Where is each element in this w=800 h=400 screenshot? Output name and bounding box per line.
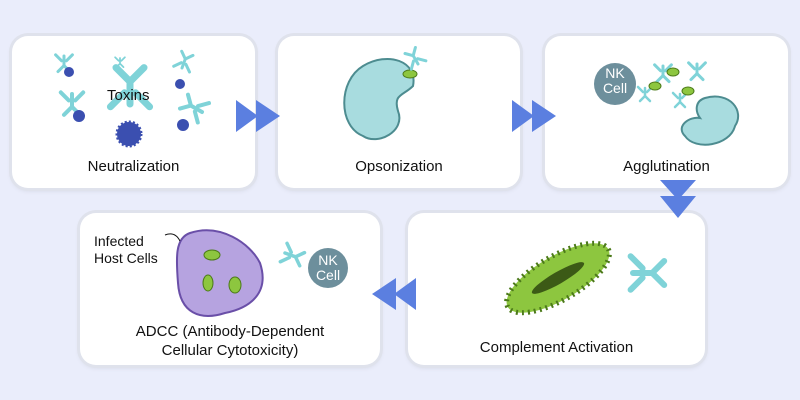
bacteria-icon	[648, 81, 662, 91]
bacteria-icon	[202, 274, 214, 292]
host-cells-label: Host Cells	[94, 250, 158, 266]
nk-cell-icon	[308, 248, 348, 288]
toxin-icon	[175, 79, 185, 89]
double-arrow-down-icon	[660, 180, 696, 218]
bacteria-icon	[402, 69, 418, 79]
nk-label: NK	[605, 65, 625, 81]
antibody-icon	[278, 241, 308, 271]
double-arrow-left-icon	[372, 278, 416, 310]
antibody-icon	[687, 61, 707, 82]
step-label-line2: Cellular Cytotoxicity)	[161, 342, 299, 359]
nk-cell-icon	[594, 63, 636, 105]
card-adcc: Infected Host Cells NK Cell ADCC (Antibo…	[80, 213, 380, 365]
antibody-icon	[671, 91, 689, 109]
step-label-line1: ADCC (Antibody-Dependent	[135, 323, 325, 340]
cell-label: Cell	[602, 80, 628, 96]
double-arrow-right-icon	[236, 100, 280, 132]
antibody-icon	[178, 92, 209, 123]
card-agglutination: NK Cell Agglutination	[545, 36, 788, 188]
pointer-line	[164, 233, 181, 242]
card-neutralization: Toxins Neutralization	[12, 36, 255, 188]
phagocyte-icon	[343, 57, 415, 141]
double-arrow-right-icon	[512, 100, 556, 132]
step-label: Neutralization	[87, 158, 180, 175]
agglutination-illustration	[594, 61, 740, 146]
toxin-icon	[115, 120, 143, 148]
antibody-icon	[631, 256, 665, 290]
nk-label: NK	[318, 252, 338, 268]
adcc-illustration	[164, 229, 348, 317]
step-label: Complement Activation	[479, 339, 634, 356]
step-label: Agglutination	[623, 158, 710, 175]
bacteria-icon	[504, 240, 612, 316]
toxin-icon	[73, 110, 85, 122]
infected-label: Infected	[94, 233, 144, 249]
bacteria-icon	[228, 276, 242, 294]
toxin-icon	[64, 67, 74, 77]
neutralization-illustration	[54, 48, 255, 148]
bacteria-icon	[666, 67, 680, 77]
bacteria-icon	[203, 249, 221, 261]
infected-host-cell-icon	[175, 229, 264, 317]
toxin-icon	[177, 119, 189, 131]
card-complement-activation: Complement Activation	[408, 213, 705, 365]
step-label: Opsonization	[355, 158, 443, 175]
toxins-annotation: Toxins	[107, 87, 150, 104]
cell-label: Cell	[315, 267, 341, 283]
card-opsonization: Opsonization	[278, 36, 520, 188]
bacteria-icon	[681, 86, 695, 96]
opsonization-illustration	[343, 44, 428, 141]
complement-illustration	[504, 240, 705, 316]
antibody-icon	[636, 85, 654, 103]
antibody-icon	[172, 48, 197, 74]
phagocyte-icon	[680, 95, 740, 146]
